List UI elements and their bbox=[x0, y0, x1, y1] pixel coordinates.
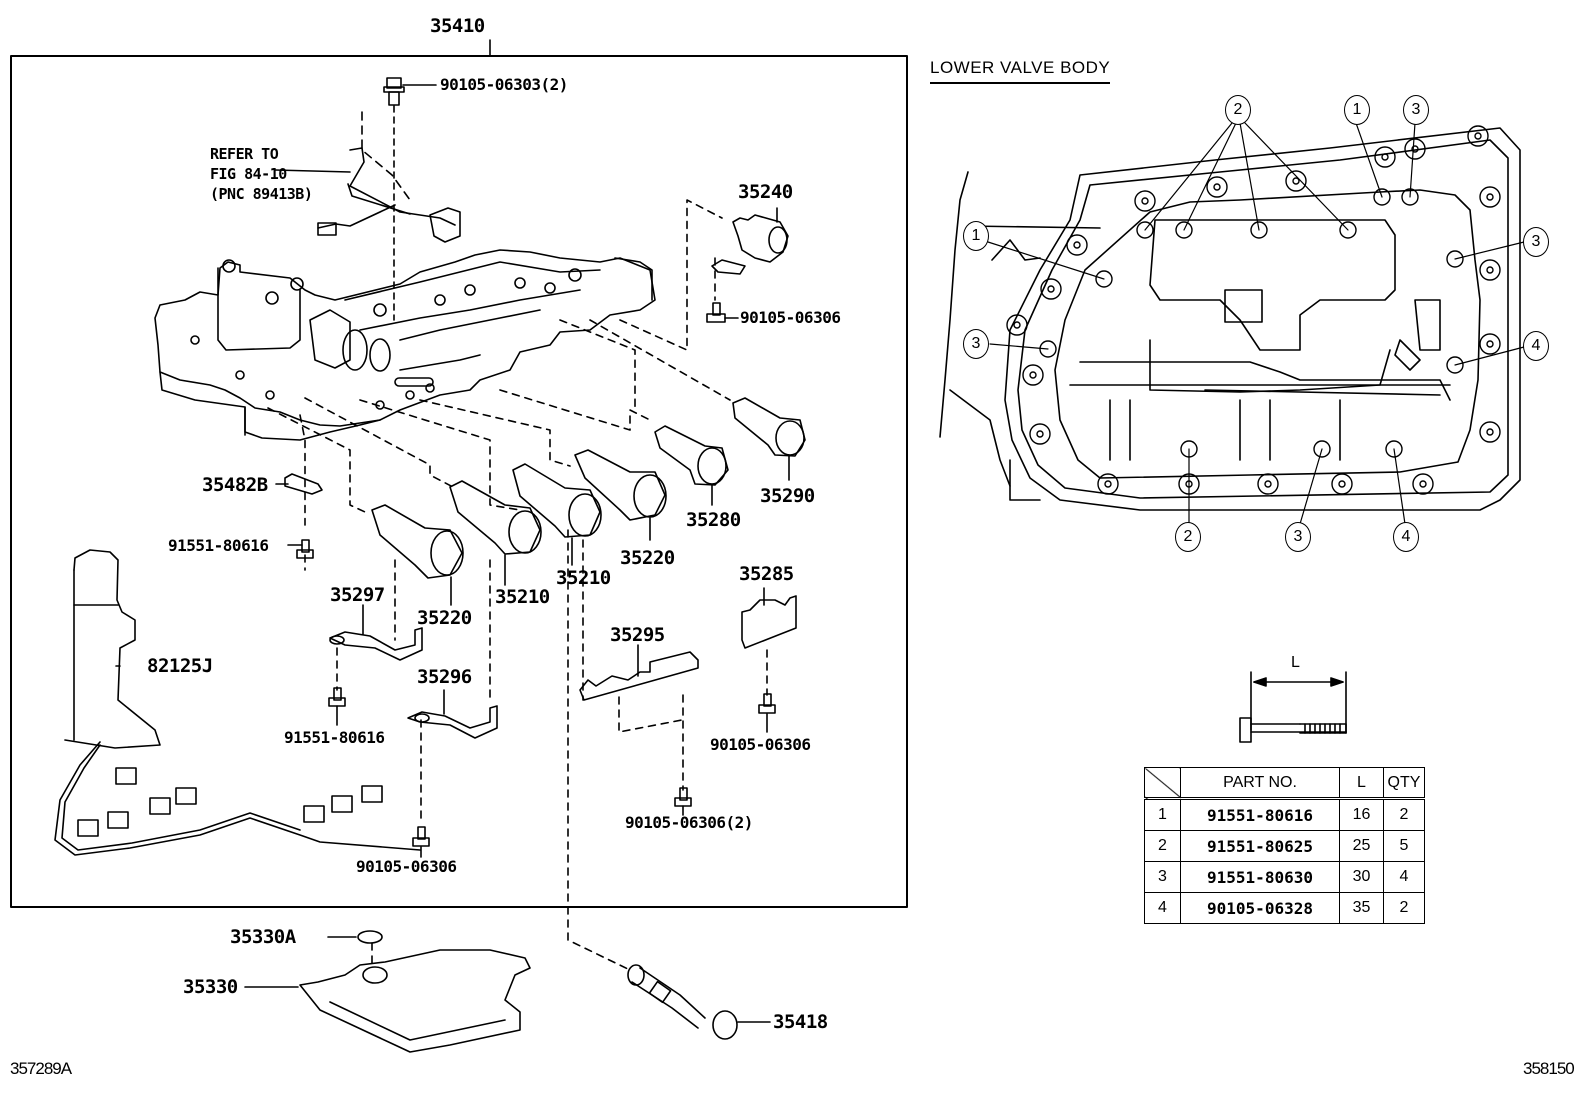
row-part-no[interactable]: 91551-80625 bbox=[1180, 830, 1340, 862]
table-row: 4 90105-06328 35 2 bbox=[1144, 892, 1425, 924]
part-label-bolt-91551-80616-a[interactable]: 91551-80616 bbox=[168, 536, 269, 555]
part-label-bolt-90105-06303[interactable]: 90105-06303(2) bbox=[440, 75, 568, 94]
row-qty: 2 bbox=[1383, 892, 1425, 924]
part-label-35240[interactable]: 35240 bbox=[738, 181, 793, 203]
row-length: 30 bbox=[1339, 861, 1384, 893]
sensor-bracket-part bbox=[274, 111, 461, 243]
table-row: 2 91551-80625 25 5 bbox=[1144, 830, 1425, 862]
row-part-no[interactable]: 91551-80616 bbox=[1180, 798, 1340, 831]
bolt-callout: 1 bbox=[963, 221, 989, 251]
plate-35285-part bbox=[741, 587, 797, 649]
part-label-35418[interactable]: 35418 bbox=[773, 1011, 828, 1033]
row-index: 4 bbox=[1144, 892, 1181, 924]
reference-note: REFER TO FIG 84-10 (PNC 89413B) bbox=[210, 145, 313, 203]
bolt-spec-table: PART NO. L QTY 1 91551-80616 16 2 2 9155… bbox=[1144, 767, 1425, 924]
solenoid-35240-part bbox=[711, 207, 789, 275]
table-header-index bbox=[1144, 767, 1181, 800]
part-label-35210-b[interactable]: 35210 bbox=[495, 586, 550, 608]
row-index: 1 bbox=[1144, 798, 1181, 831]
plate-35482b-part bbox=[275, 473, 323, 495]
solenoid-35290-part bbox=[732, 397, 806, 481]
part-label-35220-a[interactable]: 35220 bbox=[620, 547, 675, 569]
bolt-callout: 3 bbox=[963, 329, 989, 359]
part-label-35330[interactable]: 35330 bbox=[183, 976, 238, 998]
part-label-35295[interactable]: 35295 bbox=[610, 624, 665, 646]
bolt-icon bbox=[328, 687, 346, 726]
row-length: 25 bbox=[1339, 830, 1384, 862]
bolt-icon bbox=[674, 787, 692, 816]
strainer-35330-part bbox=[244, 949, 531, 1053]
part-label-35296[interactable]: 35296 bbox=[417, 666, 472, 688]
bolt-callout: 3 bbox=[1403, 95, 1429, 125]
table-header-length: L bbox=[1339, 767, 1384, 800]
part-label-35290[interactable]: 35290 bbox=[760, 485, 815, 507]
part-label-bolt-90105-06306-a[interactable]: 90105-06306 bbox=[740, 308, 841, 327]
bolt-icon bbox=[287, 539, 314, 559]
table-header-qty: QTY bbox=[1383, 767, 1425, 800]
bolt-icon bbox=[706, 302, 739, 323]
part-label-35210-a[interactable]: 35210 bbox=[556, 567, 611, 589]
bolt-icon bbox=[758, 693, 776, 733]
bolt-callout: 2 bbox=[1175, 522, 1201, 552]
solenoid-35220-a-part bbox=[574, 449, 667, 541]
plate-35295-part bbox=[579, 644, 699, 701]
bolt-callout: 3 bbox=[1285, 522, 1311, 552]
assembly-part-number: 35410 bbox=[430, 15, 485, 37]
part-label-35280[interactable]: 35280 bbox=[686, 509, 741, 531]
part-label-82125j[interactable]: 82125J bbox=[147, 655, 213, 677]
row-index: 2 bbox=[1144, 830, 1181, 862]
table-header-row: PART NO. L QTY bbox=[1144, 767, 1425, 800]
row-length: 16 bbox=[1339, 798, 1384, 831]
part-label-35220-b[interactable]: 35220 bbox=[417, 607, 472, 629]
part-label-35297[interactable]: 35297 bbox=[330, 584, 385, 606]
row-qty: 2 bbox=[1383, 798, 1425, 831]
bolt-callout: 1 bbox=[1344, 95, 1370, 125]
part-label-bolt-91551-80616-b[interactable]: 91551-80616 bbox=[284, 728, 385, 747]
table-row: 3 91551-80630 30 4 bbox=[1144, 861, 1425, 893]
row-index: 3 bbox=[1144, 861, 1181, 893]
oring-35330a-part bbox=[327, 930, 383, 944]
row-qty: 5 bbox=[1383, 830, 1425, 862]
bolt-length-dimension-label: L bbox=[1291, 654, 1300, 671]
bolt-callout: 3 bbox=[1523, 227, 1549, 257]
bracket-35296-part bbox=[407, 689, 498, 739]
part-label-35285[interactable]: 35285 bbox=[739, 563, 794, 585]
row-length: 35 bbox=[1339, 892, 1384, 924]
bolt-callout: 4 bbox=[1393, 522, 1419, 552]
pipe-35418-part bbox=[627, 964, 771, 1040]
row-part-no[interactable]: 90105-06328 bbox=[1180, 892, 1340, 924]
bolt-callout: 2 bbox=[1225, 95, 1251, 125]
leader-lines bbox=[267, 199, 768, 971]
bolt-callout: 4 bbox=[1523, 331, 1549, 361]
table-row: 1 91551-80616 16 2 bbox=[1144, 798, 1425, 831]
row-qty: 4 bbox=[1383, 861, 1425, 893]
part-label-35330a[interactable]: 35330A bbox=[230, 926, 296, 948]
lower-valve-body-title: LOWER VALVE BODY bbox=[930, 58, 1111, 84]
table-header-part-no: PART NO. bbox=[1180, 767, 1340, 800]
bracket-35297-part bbox=[329, 604, 423, 661]
solenoid-35220-b-part bbox=[371, 504, 464, 606]
solenoid-35210-a-part bbox=[512, 463, 602, 566]
part-label-35482b[interactable]: 35482B bbox=[202, 474, 268, 496]
part-label-bolt-90105-06306-b[interactable]: 90105-06306 bbox=[356, 857, 457, 876]
row-part-no[interactable]: 91551-80630 bbox=[1180, 861, 1340, 893]
illustration-id-right: 358150 bbox=[1523, 1059, 1575, 1078]
wire-harness-82125j-part bbox=[54, 549, 421, 856]
bolt-icon bbox=[383, 77, 437, 321]
part-label-bolt-90105-06306-2[interactable]: 90105-06306(2) bbox=[625, 813, 753, 832]
lower-valve-body-view bbox=[939, 122, 1525, 525]
bolt-icon bbox=[412, 826, 430, 858]
part-label-bolt-90105-06306-c[interactable]: 90105-06306 bbox=[710, 735, 811, 754]
illustration-id-left: 357289A bbox=[10, 1059, 72, 1078]
valve-body-part bbox=[154, 249, 656, 441]
assembly-frame bbox=[10, 39, 908, 908]
solenoid-35280-part bbox=[654, 425, 729, 506]
bolt-dimension-drawing bbox=[1239, 671, 1347, 743]
solenoid-35210-b-part bbox=[449, 480, 542, 586]
